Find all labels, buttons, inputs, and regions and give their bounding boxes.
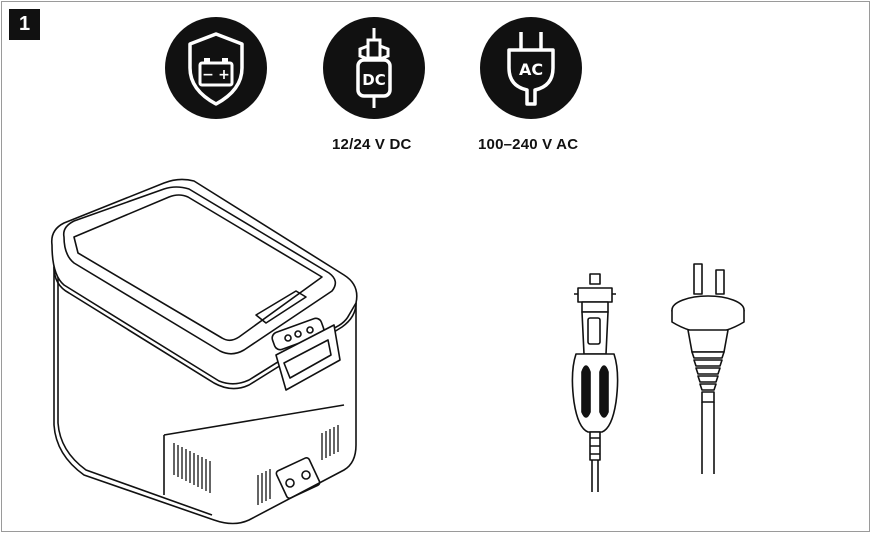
ac-mains-plug-illustration — [668, 260, 748, 476]
mains-plug-ac-icon: AC — [479, 16, 583, 120]
battery-shield-icon: − + — [164, 16, 268, 120]
portable-fridge-illustration — [44, 175, 364, 530]
ac-voltage-caption: 100–240 V AC — [478, 136, 578, 153]
dc-cigarette-plug-illustration — [560, 272, 630, 494]
battery-minus-sign: − — [202, 67, 214, 83]
ac-label: AC — [519, 60, 543, 79]
dc-label: DC — [362, 71, 385, 89]
battery-plus-sign: + — [218, 67, 230, 83]
step-number-badge: 1 — [9, 9, 40, 40]
car-plug-dc-icon: DC — [322, 16, 426, 120]
dc-voltage-caption: 12/24 V DC — [332, 136, 412, 153]
